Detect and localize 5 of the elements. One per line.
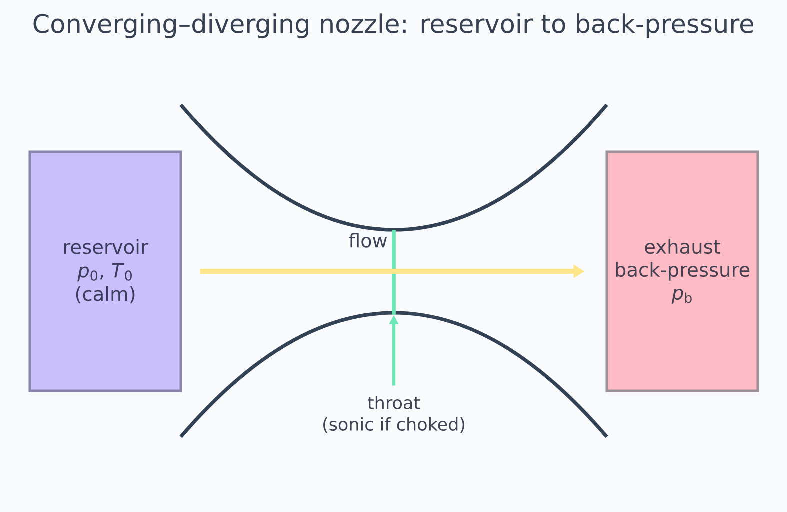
exhaust-box: exhaust back-pressure p$_{b}$ xyxy=(606,150,760,392)
edge-label: flow xyxy=(349,233,388,248)
callout-text: throat (sonic if choked) xyxy=(324,396,465,434)
reservoir-box: reservoir p$_{0}$, T$_{0}$ (calm) xyxy=(28,150,182,392)
title: Converging–diverging nozzle: reservoir to back-pressure xyxy=(34,14,754,38)
